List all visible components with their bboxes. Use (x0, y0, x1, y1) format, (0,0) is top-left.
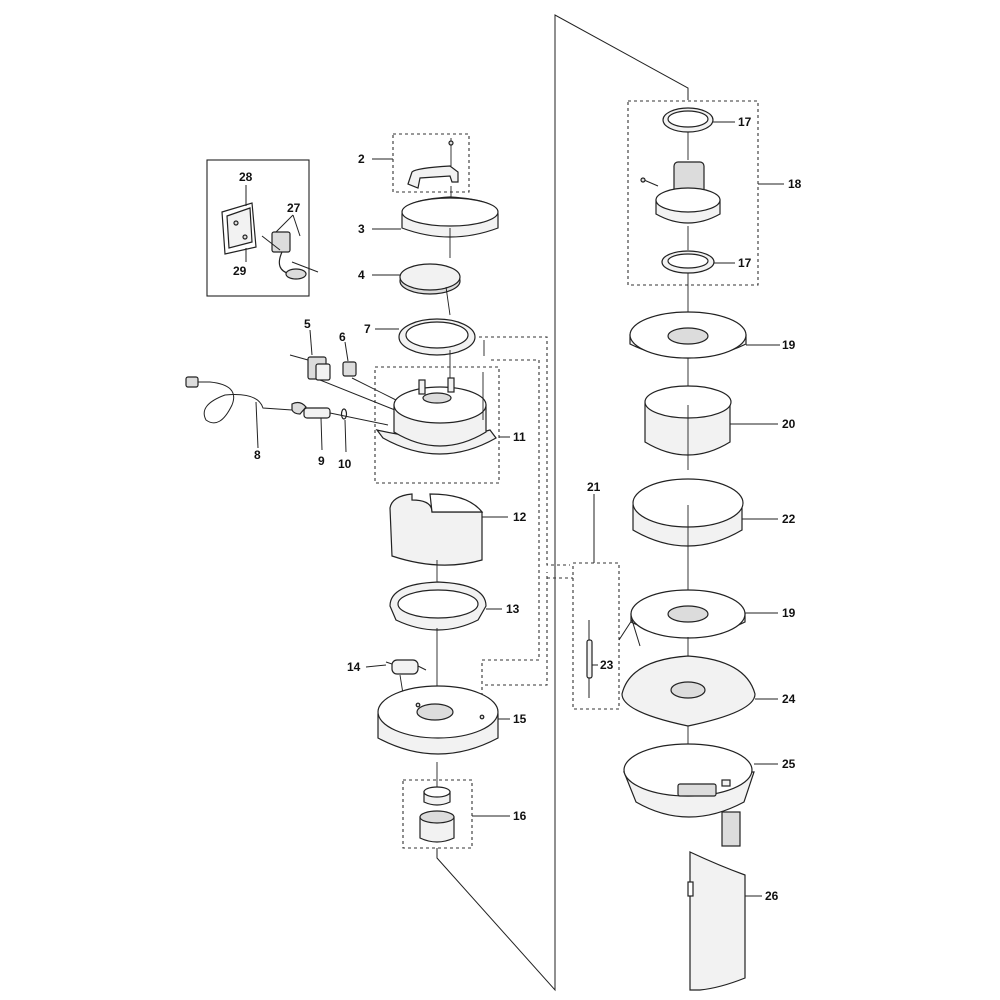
callout-24: 24 (755, 692, 796, 706)
filter-disc (399, 263, 461, 316)
bushing-assembly (402, 779, 473, 849)
column-link-line (436, 14, 689, 992)
filter-cover (621, 655, 756, 760)
callout-16: 16 (472, 809, 527, 823)
callout-label: 7 (364, 322, 371, 336)
dashed-connector-lines (479, 336, 570, 720)
callout-label: 19 (782, 606, 796, 620)
callout-label: 19 (782, 338, 796, 352)
callout-6: 6 (339, 330, 349, 362)
callout-label: 27 (287, 201, 301, 215)
callout-label: 17 (738, 256, 752, 270)
callout-14: 14 (347, 660, 387, 674)
float-assembly (547, 562, 641, 710)
callout-label: 26 (765, 889, 779, 903)
callout-label: 25 (782, 757, 796, 771)
motor-housing-assembly (374, 366, 500, 484)
callout-10: 10 (338, 419, 352, 471)
callout-8: 8 (254, 401, 261, 462)
callout-label: 10 (338, 457, 352, 471)
switch-detail-inset (206, 159, 319, 297)
callout-26: 26 (745, 889, 779, 903)
callout-label: 13 (506, 602, 520, 616)
callout-22: 22 (742, 512, 796, 526)
flange-plate-upper (629, 311, 747, 392)
callout-label: 4 (358, 268, 365, 282)
callout-23: 23 (592, 658, 614, 672)
callout-15: 15 (498, 712, 527, 726)
callout-5: 5 (304, 317, 313, 356)
callout-11: 11 (499, 430, 526, 444)
top-lid (401, 196, 499, 258)
switch-parts (289, 354, 401, 411)
callout-label: 8 (254, 448, 261, 462)
callout-label: 23 (600, 658, 614, 672)
callout-19-top: 19 (746, 338, 796, 352)
callout-label: 3 (358, 222, 365, 236)
callout-label: 16 (513, 809, 527, 823)
callout-label: 29 (233, 264, 247, 278)
capacitor (385, 659, 427, 701)
callout-label: 18 (788, 177, 802, 191)
callout-label: 28 (239, 170, 253, 184)
curved-shield (389, 493, 484, 590)
callout-label: 14 (347, 660, 361, 674)
callout-label: 24 (782, 692, 796, 706)
gasket-ring (398, 318, 476, 380)
motor-assembly (627, 100, 759, 312)
callout-label: 6 (339, 330, 346, 344)
callout-21: 21 (587, 480, 601, 563)
power-cord-parts (185, 376, 389, 426)
callout-25: 25 (754, 757, 796, 771)
callout-18: 18 (758, 177, 802, 191)
callout-label: 11 (513, 430, 526, 444)
callout-17-bottom: 17 (714, 256, 752, 270)
callout-9: 9 (318, 417, 325, 468)
handle-assembly (392, 133, 470, 205)
base-plate (377, 685, 499, 790)
callout-label: 2 (358, 152, 365, 166)
callout-label: 15 (513, 712, 527, 726)
collection-bowl (623, 743, 755, 818)
callout-label: 5 (304, 317, 311, 331)
callout-label: 22 (782, 512, 796, 526)
side-panel (687, 811, 746, 991)
callout-label: 20 (782, 417, 796, 431)
callout-3: 3 (358, 222, 401, 236)
flange-plate-lower (630, 589, 746, 660)
callout-19-bottom: 19 (745, 606, 796, 620)
callout-label: 12 (513, 510, 527, 524)
callout-29: 29 (233, 264, 247, 278)
callout-17-top: 17 (713, 115, 752, 129)
callout-20: 20 (730, 417, 796, 431)
motor-cage (644, 385, 732, 470)
housing-ring (632, 478, 744, 590)
callout-label: 9 (318, 454, 325, 468)
seal-ring (389, 581, 487, 690)
callout-13: 13 (486, 602, 520, 616)
callout-27: 27 (287, 201, 301, 215)
callout-label: 21 (587, 480, 601, 494)
callout-7: 7 (364, 322, 399, 336)
callout-12: 12 (482, 510, 527, 524)
callout-label: 17 (738, 115, 752, 129)
callout-4: 4 (358, 268, 401, 282)
callout-2: 2 (358, 152, 393, 166)
callout-28: 28 (239, 170, 253, 200)
